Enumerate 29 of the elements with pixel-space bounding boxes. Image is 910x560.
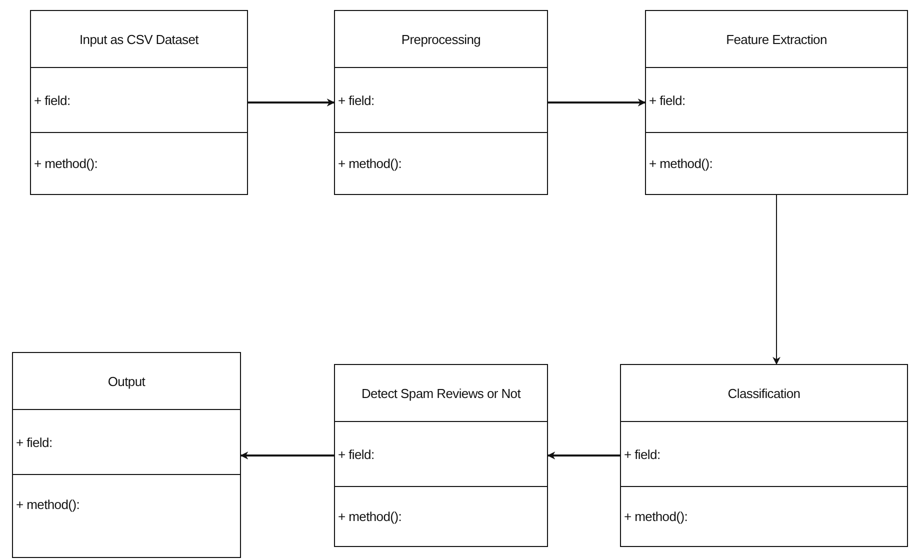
class-method: + method(): bbox=[624, 509, 688, 524]
class-field: + field: bbox=[649, 92, 686, 108]
class-field: + field: bbox=[624, 446, 660, 462]
class-method: + method(): bbox=[338, 156, 402, 171]
class-field: + field: bbox=[338, 92, 374, 108]
class-box bbox=[620, 364, 908, 547]
class-name: Input as CSV Dataset bbox=[79, 32, 198, 46]
class-method: + method(): bbox=[338, 509, 402, 524]
class-method: + method(): bbox=[16, 497, 80, 512]
class-method: + method(): bbox=[649, 156, 713, 171]
class-name: Classification bbox=[728, 386, 800, 400]
class-box bbox=[12, 352, 241, 558]
class-name: Feature Extraction bbox=[726, 32, 827, 46]
class-box bbox=[334, 10, 548, 195]
arrow bbox=[248, 98, 335, 106]
arrow bbox=[548, 98, 646, 106]
arrow bbox=[240, 452, 334, 460]
class-name: Preprocessing bbox=[401, 32, 481, 46]
class-box bbox=[334, 364, 548, 547]
arrow bbox=[547, 452, 620, 460]
arrow bbox=[772, 194, 780, 365]
class-field: + field: bbox=[34, 92, 70, 108]
class-name: Output bbox=[108, 374, 146, 388]
class-name: Detect Spam Reviews or Not bbox=[361, 386, 521, 400]
class-box bbox=[30, 10, 248, 195]
class-method: + method(): bbox=[34, 156, 98, 171]
class-box bbox=[645, 10, 908, 195]
class-field: + field: bbox=[338, 446, 374, 462]
class-field: + field: bbox=[16, 434, 52, 450]
